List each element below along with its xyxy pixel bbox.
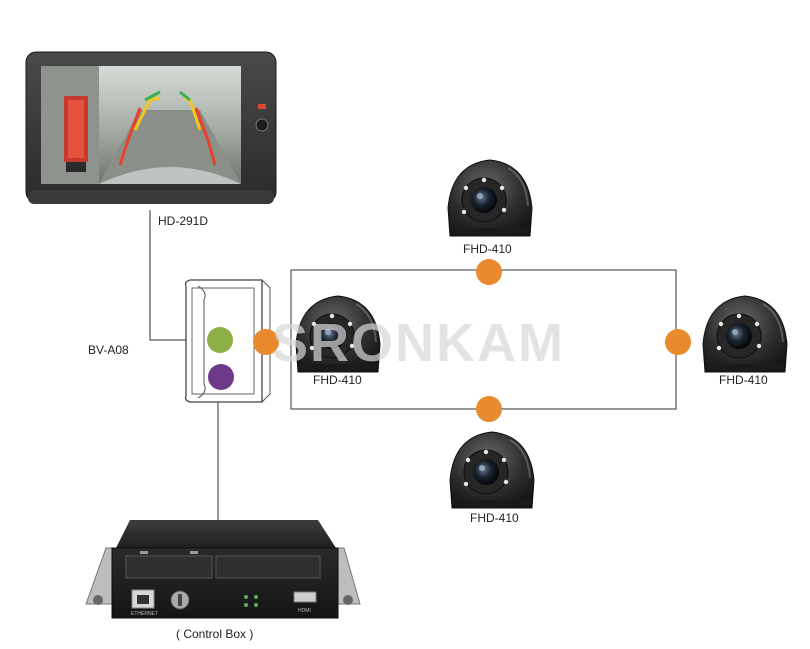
camera-bottom-label: FHD-410 <box>470 511 519 525</box>
node-module-link <box>253 329 279 355</box>
camera-nodes <box>253 259 691 422</box>
ethernet-port-label: ETHERNET <box>131 611 158 617</box>
camera-right <box>702 295 788 373</box>
camera-right-label: FHD-410 <box>719 373 768 387</box>
node-bottom <box>476 396 502 422</box>
node-top <box>476 259 502 285</box>
sd-slot-2 <box>215 555 321 579</box>
watermark: SRONKAM <box>272 313 565 373</box>
control-box-label: ( Control Box ) <box>176 627 254 641</box>
hdmi-port <box>293 591 317 603</box>
camera-bottom <box>449 431 535 509</box>
node-right <box>665 329 691 355</box>
camera-top-label: FHD-410 <box>463 242 512 256</box>
module-bv-a08 <box>184 279 271 403</box>
module-node-green <box>207 327 233 353</box>
monitor-label: HD-291D <box>158 214 209 228</box>
module-label: BV-A08 <box>88 343 129 357</box>
camera-top <box>447 159 533 237</box>
control-box: ETHERNET HDMI <box>85 520 361 619</box>
sd-slot-1 <box>125 555 213 579</box>
camera-left-label: FHD-410 <box>313 373 362 387</box>
monitor-power-button <box>255 118 269 132</box>
monitor-hd-291d <box>25 51 277 204</box>
hdmi-port-label: HDMI <box>298 608 311 614</box>
module-node-purple <box>208 364 234 390</box>
